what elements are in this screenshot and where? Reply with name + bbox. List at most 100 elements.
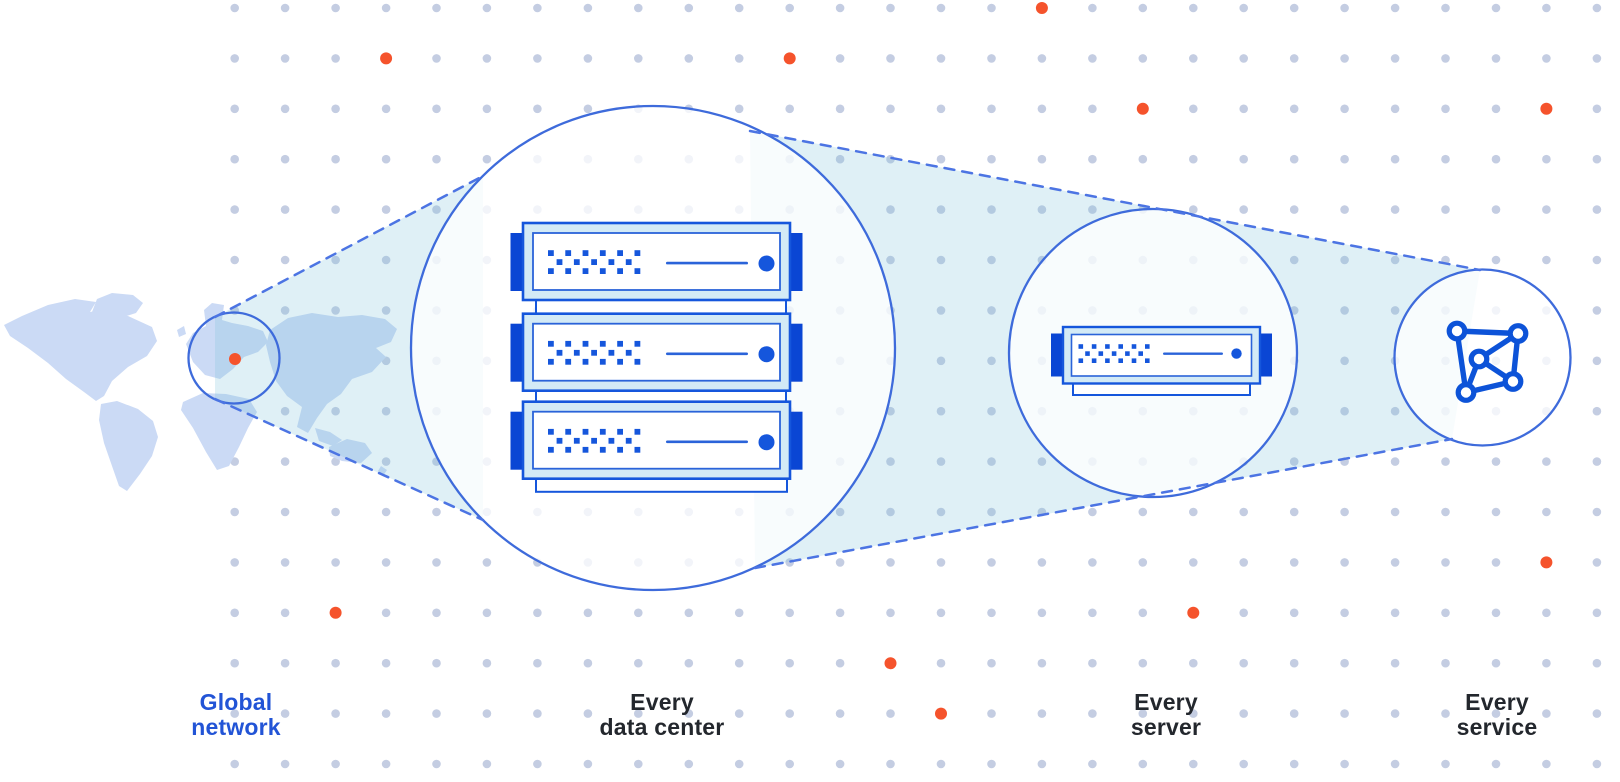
grid-dot <box>280 54 290 63</box>
grid-dot <box>987 608 996 618</box>
grid-dot <box>684 3 694 13</box>
grid-dot <box>1390 104 1400 114</box>
grid-dot <box>533 759 542 769</box>
grid-dot <box>1088 709 1097 718</box>
grid-dot <box>936 507 946 517</box>
grid-dot <box>583 759 593 769</box>
grid-dot <box>432 54 441 63</box>
grid-dot <box>1037 608 1047 618</box>
grid-dot <box>230 507 239 517</box>
grid-dot <box>835 54 845 63</box>
grid-dot <box>331 457 340 466</box>
grid-dot <box>331 558 340 567</box>
grid-dot <box>1189 54 1198 63</box>
grid-dot <box>734 608 744 618</box>
grid-dot <box>583 658 593 668</box>
grid-dot <box>684 54 694 63</box>
grid-dot <box>1592 154 1602 164</box>
grid-dot <box>1592 356 1602 366</box>
accent-dot <box>1187 606 1200 619</box>
accent-dot <box>1035 2 1048 14</box>
grid-dot <box>1542 658 1551 668</box>
grid-dot <box>785 104 794 114</box>
grid-dot <box>987 3 996 13</box>
grid-dot <box>987 356 996 366</box>
grid-dot <box>1037 709 1047 718</box>
grid-dot <box>1138 658 1148 668</box>
accent-dot <box>380 52 393 65</box>
grid-dot <box>734 3 744 13</box>
grid-dot <box>936 658 946 668</box>
grid-dot <box>1340 608 1349 618</box>
grid-dot <box>1239 709 1248 718</box>
grid-dot <box>1239 54 1248 63</box>
grid-dot <box>1491 558 1501 567</box>
grid-dot <box>583 608 593 618</box>
grid-dot <box>1441 457 1450 466</box>
location-marker <box>229 353 241 365</box>
grid-dot <box>1542 709 1551 718</box>
grid-dot <box>482 154 492 164</box>
grid-dot <box>835 658 845 668</box>
grid-dot <box>533 54 542 63</box>
grid-dot <box>785 658 794 668</box>
grid-dot <box>331 154 340 164</box>
label-line: network <box>191 714 281 740</box>
grid-dot <box>230 658 239 668</box>
grid-dot <box>230 759 239 769</box>
grid-dot <box>1441 558 1450 567</box>
grid-dot <box>1441 205 1450 214</box>
grid-dot <box>1592 608 1602 618</box>
grid-dot <box>1088 104 1097 114</box>
grid-dot <box>1491 457 1501 466</box>
grid-dot <box>1592 759 1602 769</box>
grid-dot <box>1340 709 1349 718</box>
grid-dot <box>280 104 290 114</box>
grid-dot <box>1037 104 1047 114</box>
grid-dot <box>684 608 694 618</box>
grid-dot <box>734 658 744 668</box>
grid-dot <box>280 154 290 164</box>
grid-dot <box>1491 3 1501 13</box>
accent-dot <box>329 606 342 619</box>
grid-dot <box>533 608 542 618</box>
grid-dot <box>1491 54 1501 63</box>
grid-dot <box>987 54 996 63</box>
grid-dot <box>1088 507 1097 517</box>
grid-dot <box>1441 608 1450 618</box>
grid-dot <box>1390 3 1400 13</box>
grid-dot <box>1189 154 1198 164</box>
grid-dot <box>1088 205 1097 214</box>
grid-dot <box>936 558 946 567</box>
global-network-circle <box>187 311 281 405</box>
grid-dot <box>381 558 391 567</box>
grid-dot <box>1542 457 1551 466</box>
grid-dot <box>230 255 239 265</box>
grid-dot <box>432 205 441 214</box>
accent-dot <box>1136 102 1149 115</box>
grid-dot <box>331 507 340 517</box>
grid-dot <box>936 608 946 618</box>
grid-dot <box>1138 154 1148 164</box>
grid-dot <box>1088 54 1097 63</box>
grid-dot <box>331 658 340 668</box>
grid-dot <box>1239 608 1248 618</box>
grid-dot <box>785 709 794 718</box>
accent-dot <box>783 52 796 65</box>
label-line: data center <box>599 714 725 740</box>
label-line: Global <box>199 689 273 715</box>
grid-dot <box>1088 3 1097 13</box>
grid-dot <box>1390 608 1400 618</box>
grid-dot <box>381 104 391 114</box>
grid-dot <box>1491 759 1501 769</box>
grid-dot <box>634 54 643 63</box>
grid-dot <box>835 507 845 517</box>
grid-dot <box>280 3 290 13</box>
label-line: Every <box>1134 689 1198 715</box>
grid-dot <box>987 709 996 718</box>
grid-dot <box>331 709 340 718</box>
grid-dot <box>280 306 290 315</box>
grid-dot <box>381 658 391 668</box>
grid-dot <box>432 154 441 164</box>
